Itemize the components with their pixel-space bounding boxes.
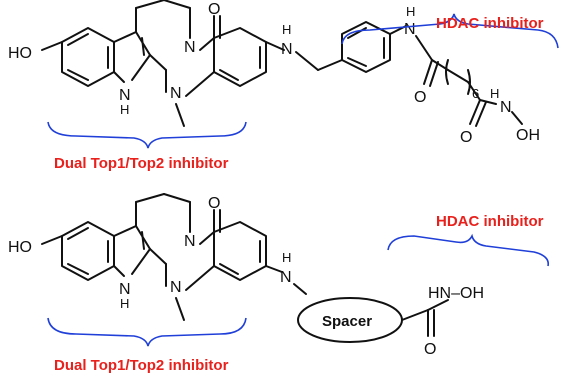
bottom-c-nh-bond (427, 299, 449, 311)
top-carbonyl-c-bond (199, 37, 215, 51)
top-ring-c-bond (149, 54, 167, 71)
top-indole-n: N (119, 87, 131, 104)
bottom-right-double-1 (219, 263, 239, 275)
top-pyrrole-double (141, 37, 145, 56)
bottom-spacer-label: Spacer (322, 313, 372, 330)
top-linker-n: N (281, 41, 293, 58)
top-mid-double-3 (347, 57, 367, 67)
bottom-spacer-c-bond (401, 309, 429, 321)
top-methyl-bond (175, 103, 185, 127)
top-ch2-link-1 (295, 51, 319, 71)
bottom-benzene-double-3 (67, 263, 89, 275)
bottom-spacer-link (293, 283, 307, 295)
bottom-nh-bond (265, 265, 283, 273)
top-benzene-ring (61, 27, 115, 87)
top-right-benzene (213, 27, 267, 87)
top-hydroxamic-o: O (460, 129, 472, 146)
top-benzene-double-1 (67, 33, 89, 46)
top-carbonyl-o: O (208, 1, 220, 18)
top-pyrrole-bond-3 (131, 54, 151, 81)
bottom-hdac-brace (387, 233, 550, 267)
top-right-double-1 (219, 69, 239, 81)
bottom-ch2-bond-2 (135, 193, 165, 203)
bottom-pyrrole-bond-4 (113, 265, 125, 277)
bottom-pyrrole-double (141, 231, 145, 250)
top-hydroxamic-oh: OH (516, 127, 540, 144)
top-linker-h: H (282, 22, 291, 37)
bottom-dual-brace (47, 317, 247, 347)
bottom-right-benzene (213, 221, 267, 281)
bottom-carbonyl-o: O (208, 195, 220, 212)
top-pyrrole-bond-4 (113, 71, 125, 83)
top-indole-h: H (120, 102, 129, 117)
bottom-ring-c-bond (149, 248, 167, 265)
top-hydroxamic-co-b (475, 101, 487, 127)
top-amide-co-b (429, 61, 439, 87)
bottom-right-n-bond (185, 265, 215, 291)
bottom-methyl-bond (175, 297, 185, 321)
top-amide-n: N (184, 39, 196, 56)
top-nmethyl-n: N (170, 85, 182, 102)
top-benzene-double-3 (67, 69, 89, 81)
top-hdac-label: HDAC inhibitor (436, 15, 544, 32)
bottom-ho-bond (41, 235, 63, 245)
top-amide-o: O (414, 89, 426, 106)
top-nh-bond (265, 41, 285, 51)
bottom-dual-label: Dual Top1/Top2 inhibitor (54, 357, 229, 374)
bottom-indole-h: H (120, 296, 129, 311)
bottom-linker-n: N (280, 269, 292, 286)
top-dual-brace (47, 121, 247, 149)
bottom-ho-label: HO (8, 239, 32, 256)
top-chain-left-paren (445, 59, 449, 85)
top-pyrrole-bond-1 (113, 31, 137, 43)
top-right-n-bond (185, 71, 215, 97)
top-n-o-bond (511, 111, 523, 125)
top-molecule: HO N H N N O H N (8, 0, 540, 146)
top-amide-co-a (423, 59, 433, 85)
top-ch2-bond-3 (163, 0, 191, 9)
top-amide-nh-n: N (404, 21, 416, 38)
bottom-linker-h: H (282, 250, 291, 265)
top-ch2-bond-2 (135, 0, 165, 9)
bottom-indole-n: N (119, 281, 131, 298)
top-hydroxamic-cn-bond (479, 99, 497, 105)
top-amide-c-bond (415, 35, 433, 61)
bottom-hdac-label: HDAC inhibitor (436, 213, 544, 230)
bottom-amide-n: N (184, 233, 196, 250)
top-ho-label: HO (8, 45, 32, 62)
bottom-hn-oh-label: HN–OH (428, 285, 484, 302)
bottom-pyrrole-bond-1 (113, 225, 137, 237)
top-hdac-brace (341, 13, 559, 49)
bottom-benzene-double-1 (67, 227, 89, 240)
bottom-terminal-o: O (424, 341, 436, 358)
bottom-molecule: HO N H N N O H N Spacer HN–OH (8, 193, 484, 358)
bottom-benzene-ring (61, 221, 115, 281)
top-ho-bond (41, 41, 63, 51)
top-ch2-link-2 (317, 59, 343, 71)
top-chain-right-paren (467, 69, 471, 95)
top-hydroxamic-co-a (469, 99, 481, 125)
bottom-pyrrole-bond-3 (131, 248, 151, 275)
bottom-carbonyl-c-bond (199, 231, 215, 245)
bottom-ch2-bond-3 (163, 193, 191, 203)
top-dual-label: Dual Top1/Top2 inhibitor (54, 155, 229, 172)
top-chain-bond-2 (447, 69, 469, 83)
top-amide-h: H (406, 4, 415, 19)
bottom-nmethyl-n: N (170, 279, 182, 296)
top-hydroxamic-n: N (500, 99, 512, 116)
top-chain-bond-3 (467, 81, 481, 101)
top-hydroxamic-h: H (490, 86, 499, 101)
